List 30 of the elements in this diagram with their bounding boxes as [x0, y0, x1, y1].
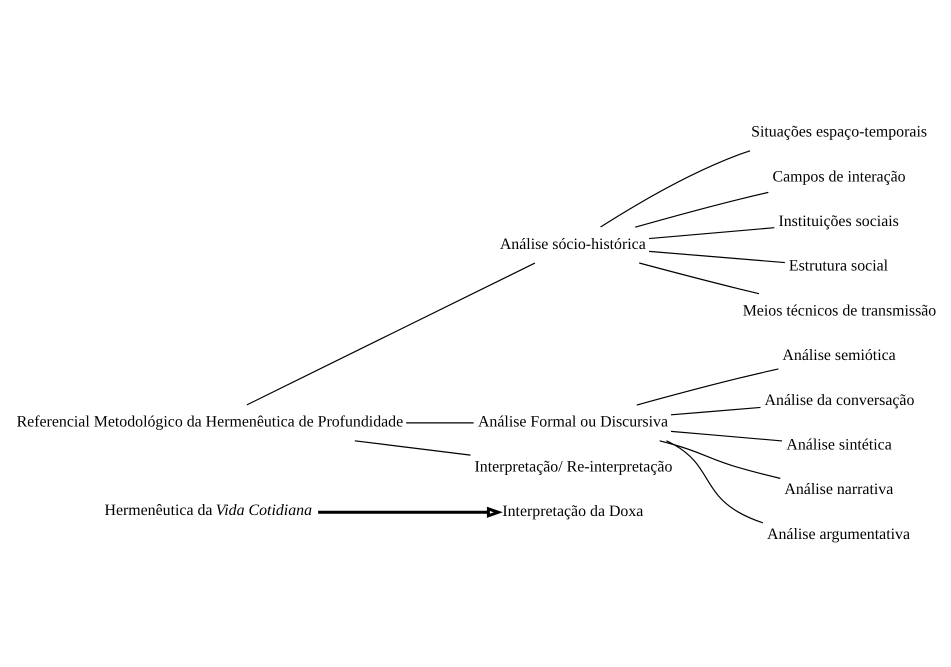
connector	[670, 430, 782, 442]
node-text: Hermenêutica da Vida Cotidiana	[104, 502, 312, 519]
node-text: Análise Formal ou Discursiva	[478, 413, 668, 430]
connector	[659, 440, 780, 478]
connector	[639, 262, 760, 294]
node-text: Análise argumentativa	[767, 525, 910, 542]
connector	[600, 150, 750, 228]
connector	[406, 422, 474, 423]
connector	[666, 440, 764, 523]
connector	[649, 226, 774, 239]
node-text: Análise sócio-histórica	[500, 235, 646, 252]
node-text: Interpretação da Doxa	[502, 502, 644, 520]
node-text: Análise da conversação	[764, 391, 914, 408]
connector	[354, 440, 471, 456]
node-text: Análise narrativa	[784, 480, 894, 498]
node-text: Estrutura social	[788, 257, 888, 274]
node-text: Interpretação/ Re-interpretação	[474, 458, 672, 475]
connector	[636, 368, 779, 406]
node-text: Situações espaço-temporais	[751, 123, 928, 140]
node-text: Referencial Metodológico da Hermenêutica de Profundidade	[16, 413, 404, 430]
node-text: Campos de interação	[772, 168, 906, 185]
node-text: Análise sintética	[786, 436, 892, 454]
connector	[649, 250, 785, 263]
node-text: Instituições sociais	[778, 212, 899, 230]
arrow	[318, 506, 503, 518]
connector	[246, 262, 536, 405]
node-text: Meios técnicos de transmissão	[742, 302, 936, 319]
node-text: Análise semiótica	[782, 346, 896, 364]
connector	[635, 191, 768, 228]
connector	[670, 406, 761, 415]
